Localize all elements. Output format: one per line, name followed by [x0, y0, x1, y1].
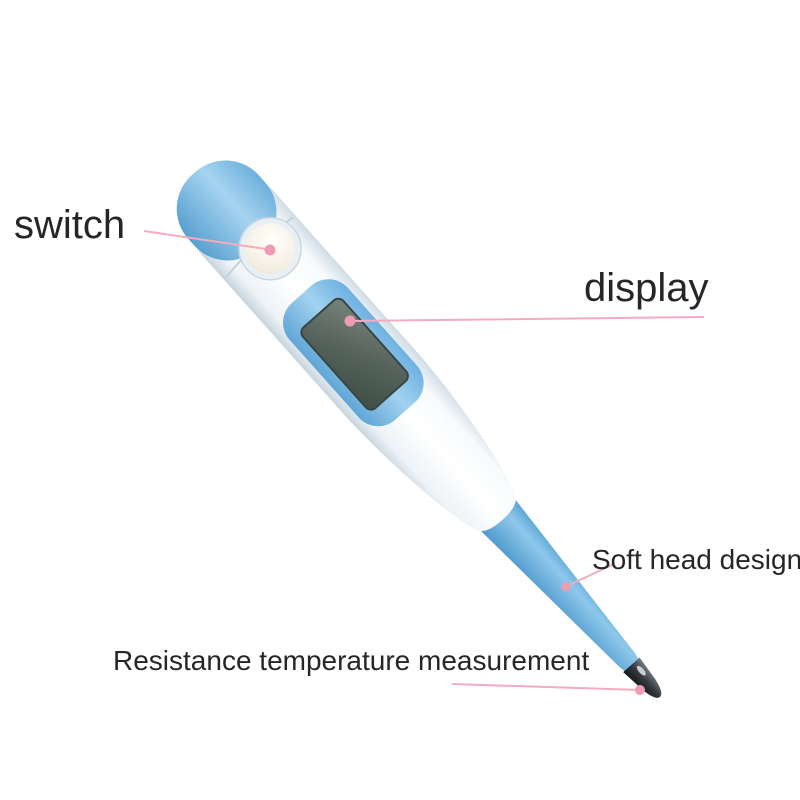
callouts: [143, 230, 705, 695]
soft-head-callout-dot: [561, 582, 571, 592]
label-switch: switch: [14, 203, 126, 247]
resistance-callout-dot: [635, 685, 645, 695]
tip-highlight: [636, 665, 646, 676]
switch-callout-dot: [264, 244, 276, 256]
display-callout-dot: [344, 315, 356, 327]
switch-callout-line: [143, 230, 267, 250]
label-soft-head-design: Soft head design: [592, 544, 800, 575]
display-callout-line: [351, 316, 705, 322]
label-display: display: [584, 266, 709, 310]
label-resistance-temperature-measurement: Resistance temperature measurement: [113, 645, 590, 676]
resistance-callout-line: [451, 683, 639, 691]
thermometer: [176, 160, 662, 698]
lcd-screen: [300, 297, 409, 411]
metal-tip: [623, 657, 662, 698]
soft-head-callout-line: [566, 563, 615, 587]
